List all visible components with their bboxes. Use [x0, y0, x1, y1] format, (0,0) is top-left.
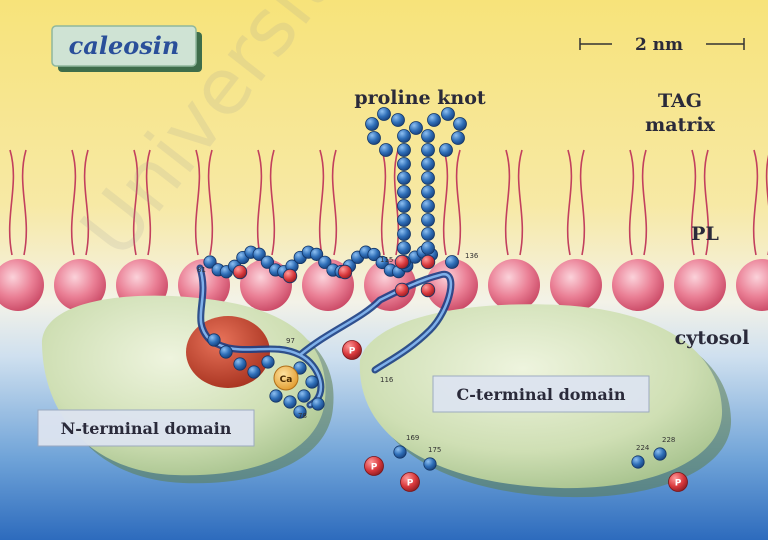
residue-bead — [424, 458, 436, 470]
residue-bead — [338, 265, 352, 279]
residue-number: 116 — [380, 376, 394, 384]
residue-number: 169 — [406, 434, 419, 442]
residue-bead — [398, 228, 411, 241]
residue-number: 224 — [636, 444, 650, 452]
matrix-label: matrix — [645, 114, 715, 136]
residue-bead — [422, 200, 435, 213]
residue-bead — [233, 265, 247, 279]
residue-bead — [368, 132, 381, 145]
residue-bead — [654, 448, 666, 460]
phosphate-label: P — [349, 347, 356, 357]
residue-bead — [422, 144, 435, 157]
residue-bead — [398, 200, 411, 213]
phosphate-label: P — [371, 463, 378, 473]
tag-label: TAG — [658, 90, 702, 112]
residue-bead — [394, 446, 406, 458]
residue-bead — [422, 158, 435, 171]
residue-bead — [398, 144, 411, 157]
residue-bead — [284, 396, 296, 408]
residue-bead — [632, 456, 644, 468]
residue-bead — [421, 255, 435, 269]
residue-bead — [298, 390, 310, 402]
residue-bead — [398, 172, 411, 185]
caleosin-title: caleosin — [69, 31, 180, 60]
residue-bead — [380, 144, 393, 157]
residue-bead — [440, 144, 453, 157]
proline-knot-label: proline knot — [354, 87, 486, 109]
residue-bead — [395, 255, 409, 269]
phosphate-label: P — [675, 479, 682, 489]
residue-bead — [398, 214, 411, 227]
residue-bead — [398, 158, 411, 171]
n-terminal-domain-label: N-terminal domain — [61, 419, 232, 438]
residue-bead — [395, 283, 409, 297]
residue-bead — [283, 269, 297, 283]
residue-bead — [248, 366, 260, 378]
residue-bead — [378, 108, 391, 121]
residue-bead — [422, 214, 435, 227]
residue-bead — [234, 358, 246, 370]
residue-bead — [220, 346, 232, 358]
residue-bead — [452, 132, 465, 145]
residue-bead — [421, 283, 435, 297]
residue-bead — [422, 172, 435, 185]
residue-bead — [392, 114, 405, 127]
residue-bead — [398, 130, 411, 143]
residue-bead — [262, 356, 274, 368]
residue-bead — [312, 398, 324, 410]
residue-number: 81 — [197, 266, 206, 274]
lipid-head — [612, 259, 664, 311]
phosphate-label: P — [407, 479, 414, 489]
lipid-head — [550, 259, 602, 311]
scale-bar-label: 2 nm — [635, 35, 683, 55]
lipid-head — [674, 259, 726, 311]
residue-bead — [208, 334, 220, 346]
residue-bead — [454, 118, 467, 131]
residue-bead — [442, 108, 455, 121]
lipid-head — [488, 259, 540, 311]
residue-number: 115 — [380, 256, 393, 264]
residue-bead — [422, 130, 435, 143]
cytosol-label: cytosol — [675, 327, 750, 349]
residue-bead — [428, 114, 441, 127]
residue-bead — [422, 228, 435, 241]
pl-label: PL — [691, 223, 719, 245]
residue-bead — [422, 186, 435, 199]
ca-label: Ca — [280, 375, 293, 385]
residue-bead — [410, 122, 423, 135]
residue-bead — [446, 256, 459, 269]
residue-bead — [398, 186, 411, 199]
residue-number: 175 — [428, 446, 441, 454]
residue-bead — [398, 242, 411, 255]
residue-bead — [306, 376, 318, 388]
residue-bead — [366, 118, 379, 131]
residue-bead — [270, 390, 282, 402]
residue-number: 228 — [662, 436, 675, 444]
residue-bead — [422, 242, 435, 255]
residue-number: 97 — [286, 337, 295, 345]
c-terminal-domain-label: C-terminal domain — [457, 385, 626, 404]
residue-number: 136 — [465, 252, 479, 260]
residue-number: 78 — [298, 412, 307, 420]
